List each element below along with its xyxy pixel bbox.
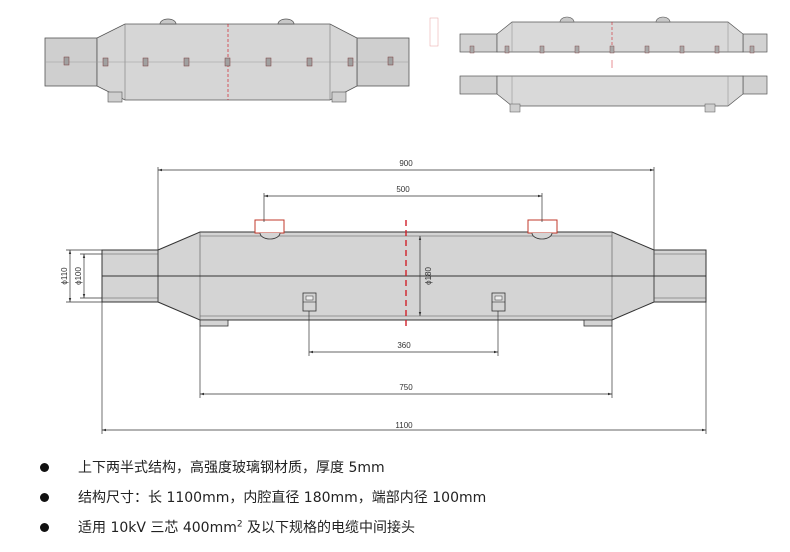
dim-phi100-label: ϕ100 (74, 267, 83, 285)
bullet-dot (40, 462, 49, 472)
feature-item: 适用 10kV 三芯 400mm2 及以下规格的电缆中间接头 (40, 512, 780, 542)
feature-item: 上下两半式结构，高强度玻璃钢材质，厚度 5mm (40, 452, 780, 482)
bolt-lug-right (491, 292, 506, 312)
support-foot-left (199, 319, 229, 327)
dim-phi180-label: ϕ180 (424, 267, 433, 285)
injection-port-left (254, 219, 285, 240)
superscript: 2 (236, 519, 243, 530)
main-drawing (101, 219, 707, 327)
support-foot-right (583, 319, 613, 327)
injection-port-right (527, 219, 558, 240)
feature-item: 结构尺寸：长 1100mm，内腔直径 180mm，端部内径 100mm (40, 482, 780, 512)
technical-drawing: 900 500 360 750 1100 ϕ180 ϕ110 ϕ100 (44, 16, 768, 434)
feature-text-part: 及以下规格的电缆中间接头 (242, 520, 416, 536)
feature-text: 适用 10kV 三芯 400mm2 及以下规格的电缆中间接头 (78, 517, 415, 537)
dim-phi110-label: ϕ110 (60, 267, 69, 285)
dim-900-label: 900 (399, 159, 413, 168)
bullet-dot (40, 522, 49, 532)
feature-text-part: 适用 10kV 三芯 400mm (78, 520, 237, 536)
bullet-dot (40, 492, 49, 502)
dim-500-label: 500 (396, 185, 410, 194)
exploded-view (429, 16, 768, 113)
feature-text: 结构尺寸：长 1100mm，内腔直径 180mm，端部内径 100mm (78, 490, 487, 506)
bolt-lug-left (302, 292, 317, 312)
dim-360-label: 360 (397, 341, 411, 350)
dim-1100-label: 1100 (395, 421, 413, 430)
feature-list: 上下两半式结构，高强度玻璃钢材质，厚度 5mm 结构尺寸：长 1100mm，内腔… (40, 452, 780, 542)
dimension-lines (66, 167, 707, 434)
render-3d-view (44, 18, 410, 103)
dim-750-label: 750 (399, 383, 413, 392)
feature-text: 上下两半式结构，高强度玻璃钢材质，厚度 5mm (78, 460, 385, 476)
